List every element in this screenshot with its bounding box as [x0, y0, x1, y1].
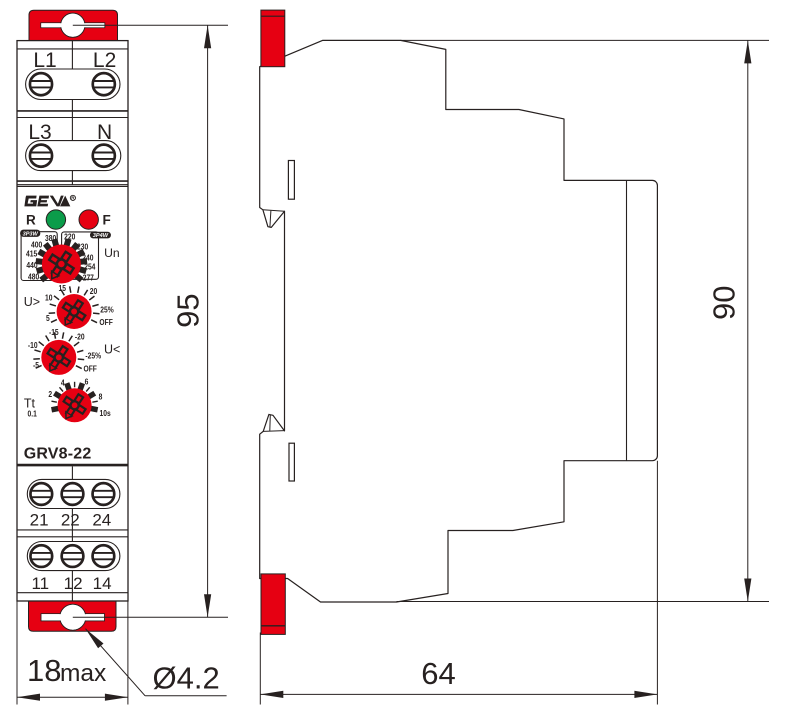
svg-text:90: 90	[706, 286, 741, 320]
svg-text:24: 24	[92, 511, 111, 530]
svg-text:max: max	[60, 660, 106, 687]
svg-text:U>: U>	[24, 295, 40, 309]
svg-text:21: 21	[30, 511, 49, 530]
svg-text:12: 12	[64, 574, 83, 593]
svg-text:L2: L2	[93, 49, 116, 72]
svg-text:64: 64	[421, 656, 455, 691]
svg-text:25%: 25%	[100, 305, 114, 315]
svg-text:14: 14	[93, 574, 112, 593]
svg-text:15: 15	[58, 283, 66, 293]
svg-text:Ø4.2: Ø4.2	[153, 661, 220, 696]
svg-text:18: 18	[27, 653, 61, 688]
svg-text:20: 20	[90, 286, 97, 296]
svg-text:0.1: 0.1	[28, 409, 38, 419]
svg-text:Tt: Tt	[24, 396, 36, 410]
svg-text:95: 95	[170, 293, 205, 327]
svg-text:220: 220	[64, 232, 75, 242]
svg-text:-20: -20	[75, 332, 85, 342]
svg-text:5: 5	[46, 313, 50, 323]
svg-text:-10: -10	[28, 340, 38, 350]
svg-text:L1: L1	[33, 49, 56, 72]
svg-text:R: R	[71, 196, 75, 201]
svg-text:-15: -15	[49, 327, 59, 337]
svg-text:N: N	[97, 121, 112, 144]
svg-text:277: 277	[83, 273, 94, 283]
svg-text:8: 8	[99, 392, 103, 402]
svg-text:2: 2	[48, 389, 52, 399]
svg-text:10s: 10s	[100, 408, 111, 418]
svg-text:4: 4	[61, 378, 65, 388]
svg-text:R: R	[26, 212, 36, 227]
svg-text:6: 6	[85, 377, 89, 387]
svg-text:-5: -5	[33, 360, 40, 370]
svg-text:254: 254	[84, 262, 96, 272]
svg-text:240: 240	[82, 253, 93, 263]
svg-text:Un: Un	[104, 246, 120, 260]
svg-text:U<: U<	[104, 342, 120, 356]
svg-text:400: 400	[31, 240, 42, 250]
svg-text:OFF: OFF	[99, 317, 113, 327]
svg-text:GRV8-22: GRV8-22	[24, 446, 92, 463]
svg-text:230: 230	[77, 242, 88, 252]
svg-text:10: 10	[45, 293, 52, 303]
svg-text:OFF: OFF	[83, 364, 97, 374]
svg-text:-25%: -25%	[85, 351, 101, 361]
svg-text:440: 440	[26, 260, 37, 270]
svg-text:F: F	[102, 212, 110, 227]
svg-text:11: 11	[31, 574, 49, 593]
svg-text:22: 22	[61, 511, 80, 530]
svg-text:L3: L3	[28, 121, 51, 144]
svg-text:3P3W: 3P3W	[23, 231, 39, 237]
svg-text:3P4W: 3P4W	[93, 233, 109, 239]
svg-text:480: 480	[28, 272, 39, 282]
svg-text:380: 380	[45, 233, 56, 243]
svg-text:415: 415	[26, 249, 38, 259]
